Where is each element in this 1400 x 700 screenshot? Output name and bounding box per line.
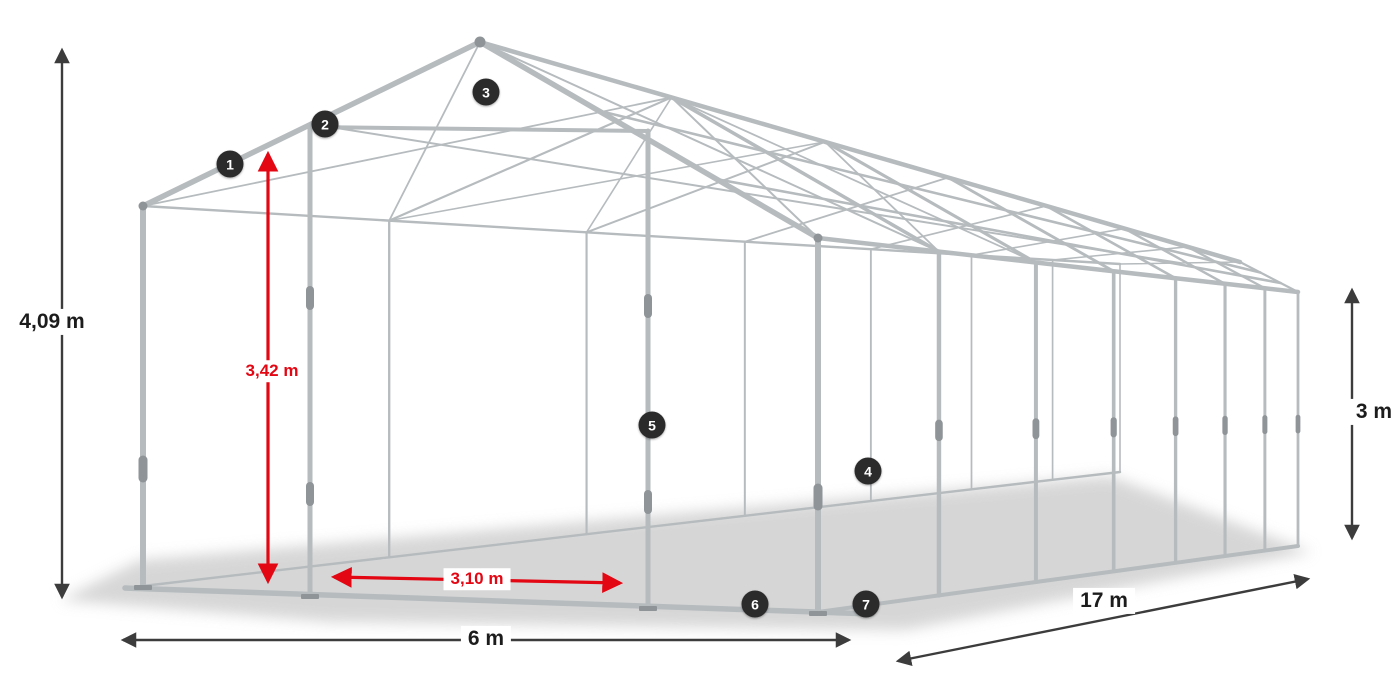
part-badge-2: 2 [311, 110, 339, 138]
part-badge-7: 7 [852, 590, 880, 618]
part-badge-5: 5 [638, 411, 666, 439]
total-height-label: 4,09 m [12, 308, 92, 336]
length-label: 17 m [1073, 587, 1135, 615]
part-badge-4: 4 [854, 457, 882, 485]
part-badge-1: 1 [216, 150, 244, 178]
side-height-label: 3 m [1348, 398, 1400, 426]
part-badge-3: 3 [472, 78, 500, 106]
entrance-height-label: 3,42 m [238, 360, 306, 382]
part-badge-6: 6 [741, 590, 769, 618]
entrance-width-label: 3,10 m [443, 568, 511, 590]
gable-width-label: 6 m [460, 625, 512, 653]
